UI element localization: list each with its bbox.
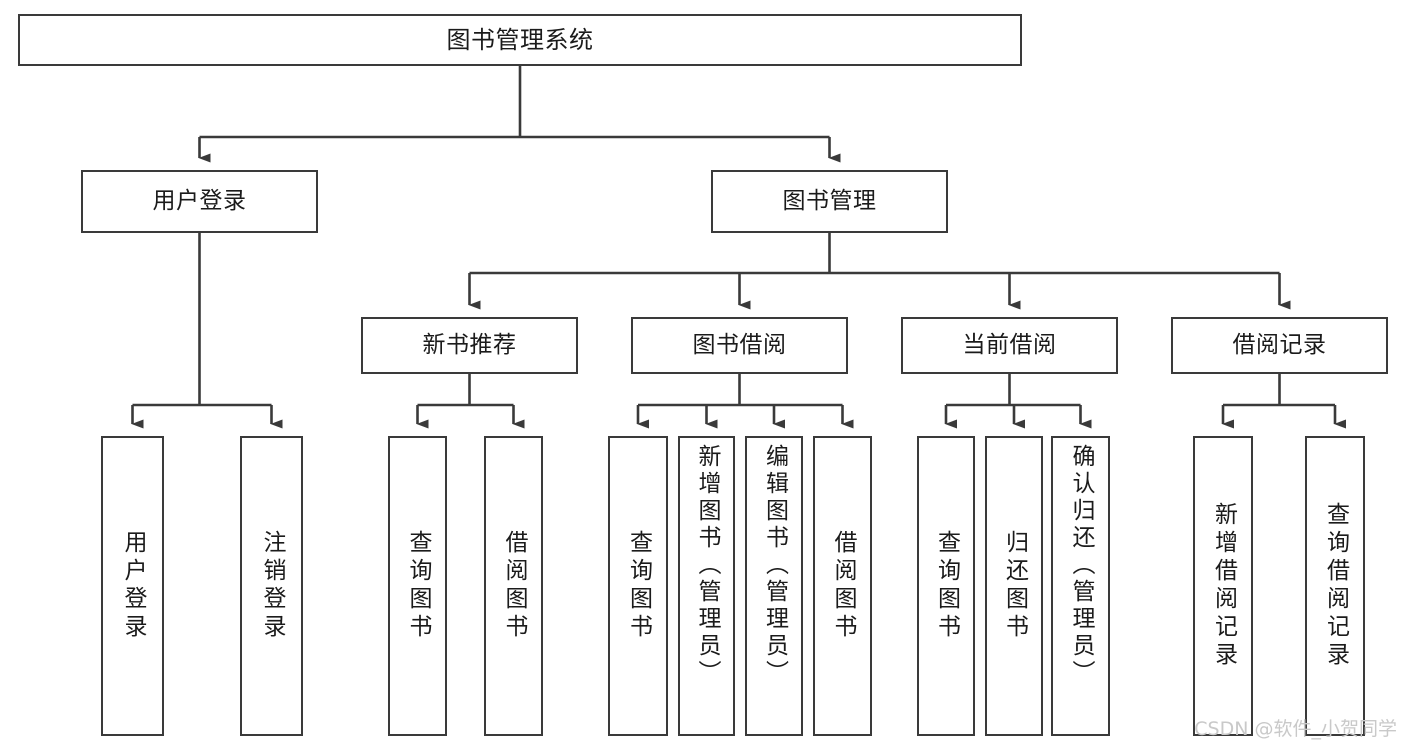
node-level3-borrow-record[interactable]: 借阅记录 [1171, 317, 1388, 374]
node-leaf-add-borrow-record[interactable]: 新增借阅记录 [1193, 436, 1253, 736]
node-leaf-add-book-admin-label: 新增图书（管理员） [694, 444, 720, 687]
node-leaf-logout-label: 注销登录 [259, 530, 285, 642]
node-level3-book-borrow[interactable]: 图书借阅 [631, 317, 848, 374]
node-leaf-add-borrow-record-label: 新增借阅记录 [1210, 502, 1237, 670]
node-leaf-query-book-recommend[interactable]: 查询图书 [388, 436, 447, 736]
node-leaf-query-book-current-label: 查询图书 [933, 530, 960, 642]
node-level2-book-management[interactable]: 图书管理 [711, 170, 948, 233]
node-level2-user-login-label: 用户登录 [152, 188, 247, 214]
node-leaf-borrow-book-recommend[interactable]: 借阅图书 [484, 436, 543, 736]
node-leaf-query-book-borrow[interactable]: 查询图书 [608, 436, 668, 736]
node-leaf-confirm-return-admin[interactable]: 确认归还（管理员） [1051, 436, 1110, 736]
node-level3-new-book-recommend-label: 新书推荐 [422, 332, 517, 358]
node-leaf-query-borrow-record-label: 查询借阅记录 [1322, 502, 1349, 670]
node-leaf-query-book-current[interactable]: 查询图书 [917, 436, 975, 736]
node-leaf-borrow-book[interactable]: 借阅图书 [813, 436, 872, 736]
node-level2-user-login[interactable]: 用户登录 [81, 170, 318, 233]
node-leaf-add-book-admin[interactable]: 新增图书（管理员） [678, 436, 735, 736]
node-leaf-edit-book-admin[interactable]: 编辑图书（管理员） [745, 436, 803, 736]
node-level3-book-borrow-label: 图书借阅 [692, 332, 787, 358]
node-leaf-confirm-return-admin-label: 确认归还（管理员） [1068, 444, 1094, 687]
node-level3-current-borrow-label: 当前借阅 [962, 332, 1057, 358]
node-leaf-user-login[interactable]: 用户登录 [101, 436, 164, 736]
node-leaf-borrow-book-label: 借阅图书 [830, 530, 856, 642]
node-level3-current-borrow[interactable]: 当前借阅 [901, 317, 1118, 374]
node-leaf-borrow-book-recommend-label: 借阅图书 [501, 530, 527, 642]
node-level3-new-book-recommend[interactable]: 新书推荐 [361, 317, 578, 374]
node-level2-book-management-label: 图书管理 [782, 188, 877, 214]
node-leaf-query-borrow-record[interactable]: 查询借阅记录 [1305, 436, 1365, 736]
node-leaf-return-book[interactable]: 归还图书 [985, 436, 1043, 736]
node-leaf-user-login-label: 用户登录 [120, 530, 146, 642]
csdn-watermark: CSDN @软件_小贺同学 [1194, 718, 1397, 740]
node-level3-borrow-record-label: 借阅记录 [1232, 332, 1327, 358]
node-leaf-logout[interactable]: 注销登录 [240, 436, 303, 736]
node-root-label: 图书管理系统 [446, 26, 594, 54]
node-leaf-edit-book-admin-label: 编辑图书（管理员） [761, 444, 788, 687]
node-leaf-return-book-label: 归还图书 [1001, 530, 1028, 642]
node-leaf-query-book-borrow-label: 查询图书 [625, 530, 652, 642]
node-root[interactable]: 图书管理系统 [18, 14, 1022, 66]
node-leaf-query-book-recommend-label: 查询图书 [405, 530, 431, 642]
